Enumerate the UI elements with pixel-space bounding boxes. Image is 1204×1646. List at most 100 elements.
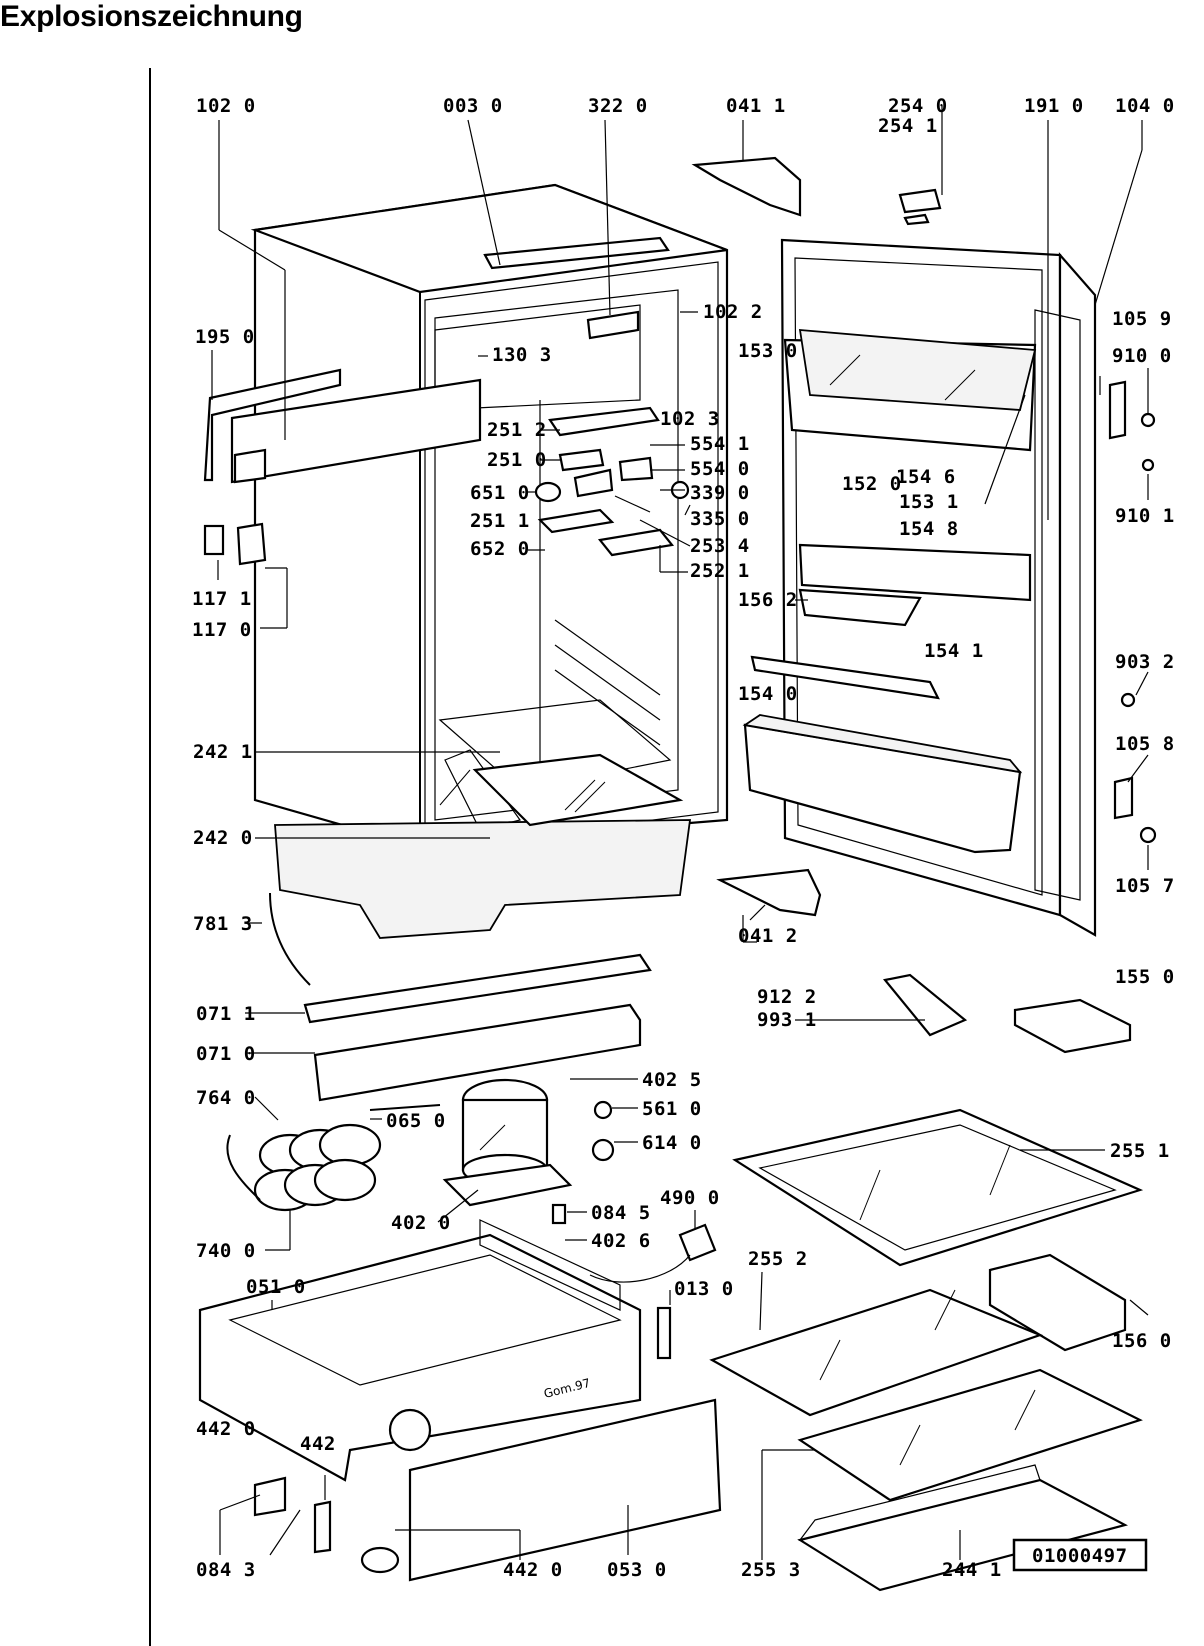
label-1548: 154 8: [899, 518, 959, 540]
label-1540: 154 0: [738, 683, 798, 705]
screw-0130: [656, 1306, 672, 1360]
label-9032: 903 2: [1115, 651, 1175, 673]
label-1171: 117 1: [192, 588, 252, 610]
condenser-coil-7400: [226, 1104, 441, 1212]
drip-tray-2420: [472, 753, 684, 827]
label-1170: 117 0: [192, 619, 252, 641]
label-0845: 084 5: [591, 1202, 651, 1224]
bottle-shelf-1540: [742, 714, 1023, 854]
label-0650: 065 0: [386, 1110, 446, 1132]
shelf-2552: [709, 1288, 1044, 1417]
egg-tray-1550: [1013, 998, 1132, 1054]
thermostat-knob-9931: [882, 973, 968, 1037]
label-2512: 251 2: [487, 419, 547, 441]
part-labels: 102 0 003 0 322 0 041 1 254 0 254 1 191 …: [192, 95, 1175, 1581]
base-0510: [198, 1219, 642, 1482]
crisper-cover-2441: [797, 1464, 1128, 1592]
label-1023: 102 3: [660, 408, 720, 430]
label-6140: 614 0: [642, 1132, 702, 1154]
clip-1170: [236, 522, 267, 566]
label-2441: 244 1: [942, 1559, 1002, 1581]
label-1541: 154 1: [924, 640, 984, 662]
label-1520: 152 0: [842, 473, 902, 495]
small-parts-upper: [551, 1100, 615, 1225]
label-0530: 053 0: [607, 1559, 667, 1581]
label-442: 442: [300, 1433, 336, 1455]
bottle-holder-1562: [798, 588, 922, 627]
label-1058: 105 8: [1115, 733, 1175, 755]
label-0412: 041 2: [738, 925, 798, 947]
label-2521: 252 1: [690, 560, 750, 582]
cabinet-body: [250, 183, 729, 939]
page-title: Explosionszeichnung: [0, 0, 303, 33]
label-5610: 561 0: [642, 1098, 702, 1120]
top-rail-0030: [483, 236, 670, 270]
label-0710: 071 0: [196, 1043, 256, 1065]
hinge-top-0411: [691, 156, 802, 217]
drawing-number-box: [1012, 1538, 1148, 1572]
fan-parts-0843: [253, 1476, 400, 1574]
label-1040: 104 0: [1115, 95, 1175, 117]
label-6520: 652 0: [470, 538, 530, 560]
bracket-3220: [586, 310, 640, 340]
label-2540: 254 0: [888, 95, 948, 117]
door-fittings-right: [1108, 380, 1157, 844]
label-4420a: 442 0: [196, 1418, 256, 1440]
label-7813: 781 3: [193, 913, 253, 935]
label-9122: 912 2: [757, 986, 817, 1008]
label-3390: 339 0: [690, 482, 750, 504]
ice-tray-1560: [988, 1253, 1127, 1352]
drawing-number: 01000497: [1032, 1545, 1128, 1567]
label-1910: 191 0: [1024, 95, 1084, 117]
door-stop-2540: [898, 188, 942, 226]
label-4420b: 442 0: [503, 1559, 563, 1581]
label-0843: 084 3: [196, 1559, 256, 1581]
thermostat-unit: [573, 456, 690, 513]
grille-0710: [313, 1003, 642, 1102]
label-7400: 740 0: [196, 1240, 256, 1262]
label-2553: 255 3: [741, 1559, 801, 1581]
label-4020: 402 0: [391, 1212, 451, 1234]
clip-1171: [203, 524, 225, 556]
lamp-housing-2510: [558, 448, 605, 472]
label-4026: 402 6: [591, 1230, 651, 1252]
label-4900: 490 0: [660, 1187, 720, 1209]
side-panel-1950: [203, 368, 482, 484]
label-0411: 041 1: [726, 95, 786, 117]
label-3220: 322 0: [588, 95, 648, 117]
label-6510: 651 0: [470, 482, 530, 504]
label-0711: 071 1: [196, 1003, 256, 1025]
label-2551: 255 1: [1110, 1140, 1170, 1162]
label-1059: 105 9: [1112, 308, 1172, 330]
rail-1541: [750, 655, 940, 700]
label-1530: 153 0: [738, 340, 798, 362]
label-1057: 105 7: [1115, 875, 1175, 897]
power-plug-4900: [589, 1223, 717, 1283]
label-2421: 242 1: [193, 741, 253, 763]
label-1550: 155 0: [1115, 966, 1175, 988]
label-5540: 554 0: [690, 458, 750, 480]
label-1950: 195 0: [195, 326, 255, 348]
label-5541: 554 1: [690, 433, 750, 455]
label-1560: 156 0: [1112, 1330, 1172, 1352]
hinge-bottom-0412: [716, 868, 822, 917]
drain-hose-7813: [269, 892, 311, 986]
compressor-4020: [442, 1078, 573, 1207]
lamp-cover-2511: [537, 508, 615, 534]
label-9101: 910 1: [1115, 505, 1175, 527]
label-0130: 013 0: [674, 1278, 734, 1300]
label-2552: 255 2: [748, 1248, 808, 1270]
label-2510: 251 0: [487, 449, 547, 471]
cover-0530: [408, 1398, 722, 1582]
label-1022: 102 2: [703, 301, 763, 323]
label-1562: 156 2: [738, 589, 798, 611]
label-7640: 764 0: [196, 1087, 256, 1109]
label-2511: 251 1: [470, 510, 530, 532]
label-1020: 102 0: [196, 95, 256, 117]
lamp-cover-2521: [597, 528, 675, 557]
label-9931: 993 1: [757, 1009, 817, 1031]
door-shelf-1548: [798, 543, 1032, 602]
leader-lines: [211, 105, 1149, 1560]
grille-0711: [303, 953, 652, 1024]
